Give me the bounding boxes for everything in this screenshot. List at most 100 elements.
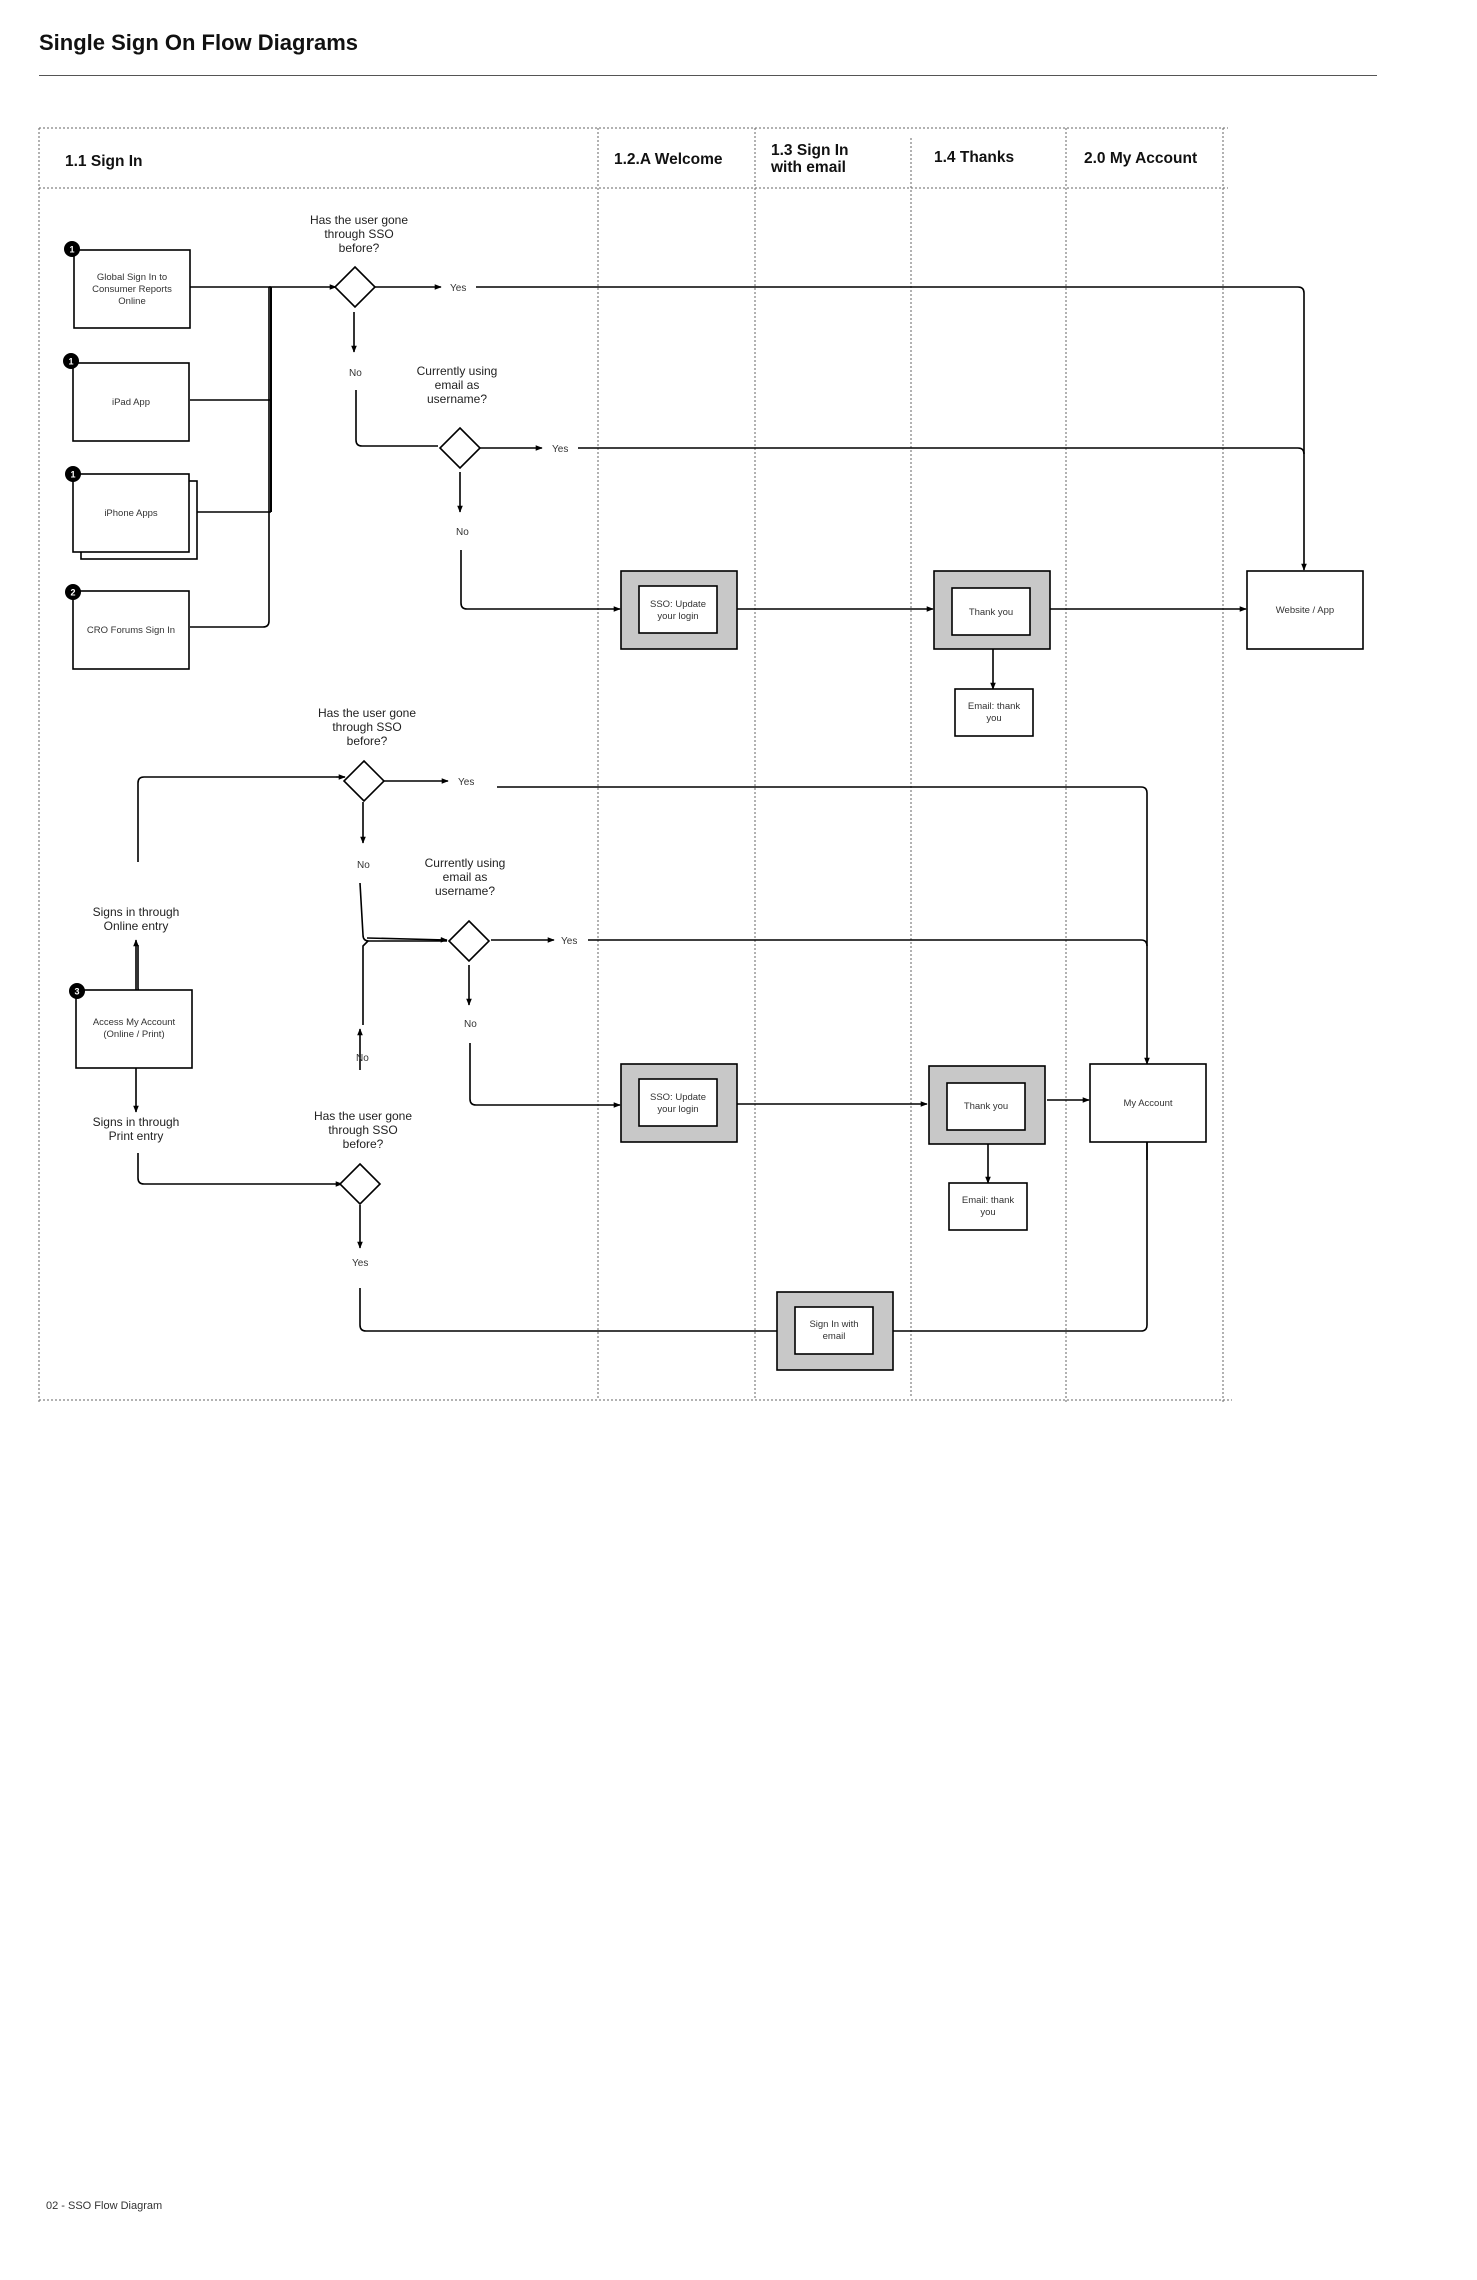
node-sign-in-with-email: Sign In with email — [776, 1291, 894, 1371]
label-no-4: No — [464, 1019, 477, 1030]
lane-header-sign-in: 1.1 Sign In — [65, 153, 143, 170]
svg-text:Print entry: Print entry — [109, 1129, 164, 1143]
node-access-my-account: Access My Account (Online / Print) — [75, 989, 193, 1069]
svg-text:My Account: My Account — [1123, 1098, 1172, 1109]
title-rule — [39, 75, 1377, 76]
entry-online: Signs in through Online entry — [93, 905, 180, 933]
svg-text:you: you — [980, 1207, 995, 1218]
node-email-thank-bottom: Email: thank you — [948, 1182, 1028, 1231]
lane-header-sign-in-email: 1.3 Sign In — [771, 142, 849, 159]
node-thank-you-bottom: Thank you — [928, 1065, 1046, 1145]
node-ipad-app-label: iPad App — [112, 397, 150, 408]
lane-header-thanks: 1.4 Thanks — [934, 149, 1014, 166]
svg-text:Has the user gone: Has the user gone — [310, 213, 408, 227]
svg-text:username?: username? — [435, 884, 495, 898]
svg-text:Has the user gone: Has the user gone — [318, 706, 416, 720]
badge-1-iphone: 1 — [65, 466, 81, 482]
decision-email-bottom — [447, 919, 491, 963]
badge-3-account: 3 — [69, 983, 85, 999]
svg-text:before?: before? — [343, 1137, 384, 1151]
svg-text:Signs in through: Signs in through — [93, 905, 180, 919]
svg-text:SSO: Update: SSO: Update — [650, 1092, 706, 1103]
badge-1-ipad: 1 — [63, 353, 79, 369]
svg-text:(Online / Print): (Online / Print) — [103, 1029, 164, 1040]
entry-print: Signs in through Print entry — [93, 1115, 180, 1143]
svg-text:1: 1 — [70, 470, 75, 480]
node-iphone-apps-label: iPhone Apps — [104, 508, 158, 519]
svg-text:Email: thank: Email: thank — [968, 701, 1021, 712]
svg-text:email as: email as — [443, 870, 488, 884]
node-global-sign-in-line2: Consumer Reports — [92, 284, 172, 295]
svg-text:username?: username? — [427, 392, 487, 406]
decision-sso-bottom — [338, 1162, 382, 1206]
svg-text:Email: thank: Email: thank — [962, 1195, 1015, 1206]
badge-1-global: 1 — [64, 241, 80, 257]
lane-header-my-account: 2.0 My Account — [1084, 150, 1197, 167]
svg-text:email: email — [823, 1331, 846, 1342]
page-footer: 02 - SSO Flow Diagram — [46, 2200, 163, 2212]
swimlane-grid — [38, 127, 1232, 1404]
question-sso-top: Has the user gone through SSO before? — [310, 213, 408, 255]
svg-text:through SSO: through SSO — [324, 227, 393, 241]
svg-text:through SSO: through SSO — [332, 720, 401, 734]
node-global-sign-in: Global Sign In to Consumer Reports Onlin… — [73, 249, 191, 329]
top-flow-connectors — [190, 284, 1307, 690]
decision-sso-middle — [342, 759, 386, 803]
label-no-3: No — [357, 860, 370, 871]
bottom-flow-connectors — [133, 774, 1150, 1332]
svg-text:before?: before? — [339, 241, 380, 255]
svg-text:Thank you: Thank you — [964, 1101, 1008, 1112]
node-thank-you-top: Thank you — [933, 570, 1051, 650]
svg-text:Online entry: Online entry — [104, 919, 169, 933]
lane-header-welcome: 1.2.A Welcome — [614, 151, 723, 168]
badge-2-forums: 2 — [65, 584, 81, 600]
node-email-thank-top: Email: thank you — [954, 688, 1034, 737]
svg-text:1: 1 — [69, 245, 74, 255]
node-cro-forums: CRO Forums Sign In — [72, 590, 190, 670]
node-cro-forums-label: CRO Forums Sign In — [87, 625, 175, 636]
node-ipad-app: iPad App — [72, 362, 190, 442]
svg-text:Signs in through: Signs in through — [93, 1115, 180, 1129]
label-no-5: No — [356, 1053, 369, 1064]
svg-text:Thank you: Thank you — [969, 607, 1013, 618]
label-yes-5: Yes — [352, 1258, 368, 1269]
svg-text:before?: before? — [347, 734, 388, 748]
question-sso-bottom: Has the user gone through SSO before? — [314, 1109, 412, 1151]
svg-text:Website / App: Website / App — [1276, 605, 1334, 616]
node-iphone-apps: iPhone Apps — [72, 473, 198, 560]
node-website-app: Website / App — [1246, 570, 1364, 650]
svg-text:Access My Account: Access My Account — [93, 1017, 176, 1028]
node-sso-update-bottom: SSO: Update your login — [620, 1063, 738, 1143]
label-yes-1: Yes — [450, 283, 466, 294]
svg-text:Has the user gone: Has the user gone — [314, 1109, 412, 1123]
question-sso-middle: Has the user gone through SSO before? — [318, 706, 416, 748]
node-my-account: My Account — [1089, 1063, 1207, 1143]
svg-text:you: you — [986, 713, 1001, 724]
label-yes-2: Yes — [552, 444, 568, 455]
node-sso-update-top: SSO: Update your login — [620, 570, 738, 650]
svg-text:3: 3 — [74, 987, 79, 997]
label-yes-3: Yes — [458, 777, 474, 788]
svg-text:Sign In with: Sign In with — [809, 1319, 858, 1330]
svg-text:through SSO: through SSO — [328, 1123, 397, 1137]
svg-text:Currently using: Currently using — [417, 364, 498, 378]
label-no-1: No — [349, 368, 362, 379]
svg-text:your login: your login — [657, 611, 698, 622]
question-email-top: Currently using email as username? — [417, 364, 498, 406]
label-no-2: No — [456, 527, 469, 538]
node-global-sign-in-line3: Online — [118, 296, 145, 307]
svg-text:1: 1 — [68, 357, 73, 367]
node-global-sign-in-line1: Global Sign In to — [97, 272, 167, 283]
page-title: Single Sign On Flow Diagrams — [39, 30, 359, 55]
question-email-bottom: Currently using email as username? — [425, 856, 506, 898]
decision-email-top — [438, 426, 482, 470]
lane-header-sign-in-email-line2: with email — [770, 159, 846, 176]
label-yes-4: Yes — [561, 936, 577, 947]
svg-text:SSO: Update: SSO: Update — [650, 599, 706, 610]
svg-text:2: 2 — [70, 588, 75, 598]
svg-text:Currently using: Currently using — [425, 856, 506, 870]
decision-sso-top — [333, 265, 377, 309]
svg-text:email as: email as — [435, 378, 480, 392]
svg-text:your login: your login — [657, 1104, 698, 1115]
